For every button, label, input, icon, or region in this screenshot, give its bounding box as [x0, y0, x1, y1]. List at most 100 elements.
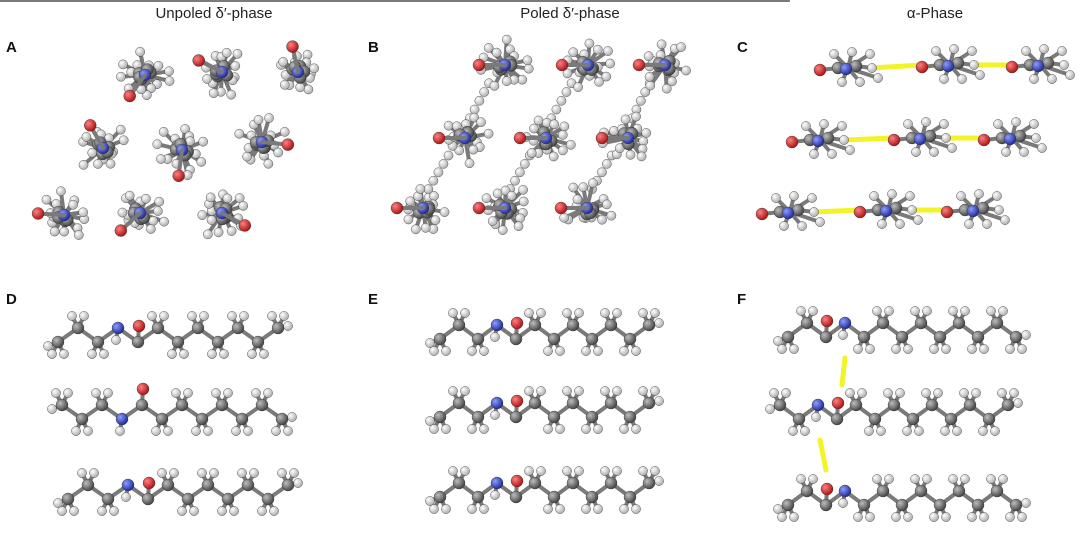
- hydrogen-atom: [187, 311, 197, 321]
- hydrogen-atom: [425, 416, 435, 426]
- oxygen-atom: [977, 133, 991, 147]
- hydrogen-atom: [405, 196, 416, 207]
- hydrogen-bond: [811, 207, 863, 215]
- hydrogen-atom: [259, 349, 269, 359]
- hydrogen-atom: [574, 308, 584, 318]
- carbon-atom: [452, 396, 466, 410]
- hydrogen-atom: [809, 149, 819, 159]
- hydrogen-atom: [600, 308, 610, 318]
- hydrogen-atom: [997, 388, 1007, 398]
- hydrogen-atom: [205, 192, 216, 203]
- hydrogen-atom: [429, 346, 439, 356]
- hydrogen-atom: [77, 468, 87, 478]
- hydrogen-atom: [263, 388, 273, 398]
- hydrogen-atom: [543, 346, 553, 356]
- oxygen-atom: [555, 58, 569, 72]
- carbon-atom: [161, 478, 175, 492]
- hydrogen-atom: [602, 199, 612, 210]
- oxygen-atom: [831, 396, 845, 410]
- carbon-atom: [623, 490, 637, 504]
- nitrogen-atom: [811, 134, 825, 148]
- hydrogen-atom: [429, 191, 439, 201]
- oxygen-atom: [1005, 60, 1019, 74]
- hydrogen-atom: [171, 388, 181, 398]
- hydrogen-atom: [796, 306, 806, 316]
- hydrogen-atom: [467, 504, 477, 514]
- carbon-atom: [81, 478, 95, 492]
- hydrogen-atom: [921, 388, 931, 398]
- carbon-atom: [235, 412, 249, 426]
- hydrogen-atom: [1031, 133, 1041, 143]
- hydrogen-atom: [148, 216, 159, 226]
- hydrogen-atom: [941, 512, 951, 522]
- carbon-atom: [471, 490, 485, 504]
- hydrogen-atom: [838, 498, 848, 508]
- carbon-atom: [895, 498, 909, 512]
- carbon-atom: [275, 412, 289, 426]
- hydrogen-atom: [1001, 147, 1011, 157]
- hydrogen-atom: [1011, 117, 1021, 127]
- hydrogen-atom: [232, 49, 243, 59]
- hydrogen-atom: [156, 154, 166, 164]
- hydrogen-atom: [631, 504, 641, 514]
- hydrogen-atom: [203, 426, 213, 436]
- hydrogen-atom: [838, 330, 848, 340]
- hydrogen-atom: [469, 104, 480, 115]
- hydrogen-atom: [771, 193, 781, 203]
- hydrogen-atom: [969, 60, 979, 70]
- hydrogen-atom: [543, 504, 553, 514]
- hydrogen-atom: [448, 466, 458, 476]
- carbon-atom: [471, 332, 485, 346]
- hydrogen-atom: [584, 38, 595, 49]
- hydrogen-atom: [872, 306, 882, 316]
- hydrogen-atom: [476, 117, 486, 127]
- oxygen-atom: [595, 131, 609, 145]
- hydrogen-atom: [71, 426, 81, 436]
- panel-a-unpoled-top-view: [31, 40, 319, 240]
- hydrogen-atom: [87, 349, 97, 359]
- hydrogen-atom: [578, 182, 589, 192]
- hydrogen-atom: [438, 159, 449, 169]
- carbon-atom: [1009, 498, 1023, 512]
- hydrogen-atom: [448, 308, 458, 318]
- hydrogen-atom: [510, 175, 520, 186]
- carbon-atom: [781, 498, 795, 512]
- hydrogen-atom: [561, 87, 572, 97]
- nitrogen-atom: [913, 132, 927, 146]
- hydrogen-atom: [118, 59, 128, 70]
- hydrogen-atom: [429, 504, 439, 514]
- hydrogen-atom: [555, 424, 565, 434]
- carbon-atom: [51, 335, 65, 349]
- hydrogen-atom: [239, 311, 249, 321]
- hydrogen-atom: [1009, 388, 1019, 398]
- hydrogen-atom: [619, 504, 629, 514]
- hydrogen-atom: [78, 160, 89, 170]
- oxygen-atom: [940, 205, 954, 219]
- hydrogen-atom: [982, 219, 992, 229]
- hydrogen-atom: [63, 388, 73, 398]
- oxygen-atom: [114, 224, 128, 237]
- carbon-atom: [101, 492, 115, 506]
- hydrogen-atom: [47, 404, 57, 414]
- hydrogen-atom: [864, 426, 874, 436]
- hydrogen-atom: [650, 466, 660, 476]
- hydrogen-atom: [229, 506, 239, 516]
- oxygen-atom: [554, 201, 568, 215]
- carbon-atom: [141, 492, 155, 506]
- hydrogen-atom: [551, 104, 562, 115]
- carbon-atom: [819, 498, 833, 512]
- hydrogen-atom: [661, 83, 672, 94]
- hydrogen-atom: [1021, 330, 1031, 340]
- hydrogen-atom: [279, 127, 290, 137]
- hydrogen-atom: [845, 388, 855, 398]
- hydrogen-atom: [159, 216, 169, 227]
- hydrogen-atom: [163, 426, 173, 436]
- hydrogen-atom: [264, 113, 274, 123]
- hydrogen-atom: [59, 226, 69, 237]
- hydrogen-atom: [789, 344, 799, 354]
- hydrogen-atom: [559, 212, 569, 223]
- hydrogen-atom: [631, 346, 641, 356]
- hydrogen-atom: [105, 158, 116, 169]
- hydrogen-atom: [56, 186, 66, 197]
- carbon-atom: [990, 484, 1004, 498]
